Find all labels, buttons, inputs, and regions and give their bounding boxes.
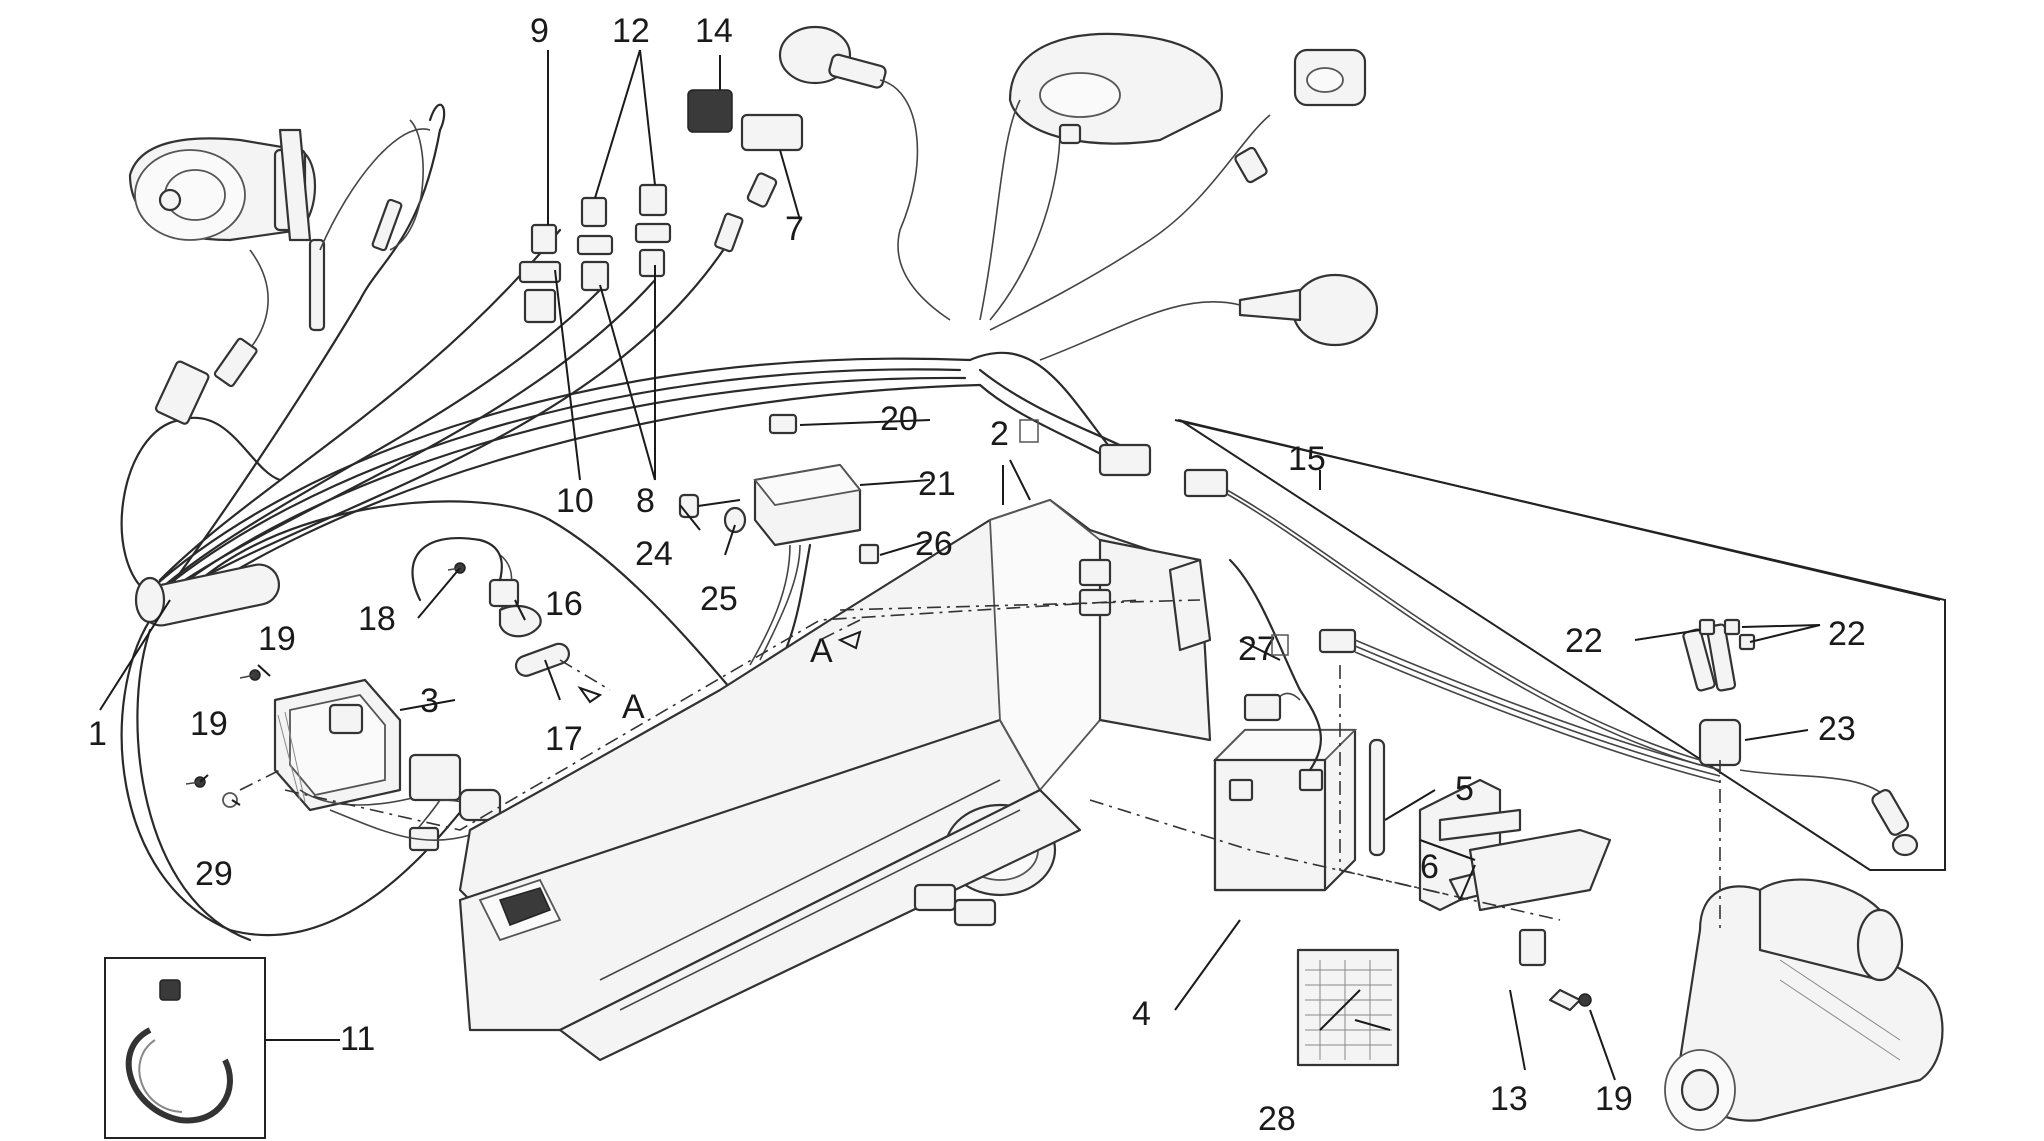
- callout-2: 2: [990, 415, 1009, 453]
- callout-23: 23: [1818, 710, 1856, 748]
- callout-21: 21: [918, 465, 956, 503]
- callout-11: 11: [340, 1020, 375, 1058]
- callout-labels: 1 2 3 4 5 6 7 8 9 10 11 12 13 14 15 16 1…: [88, 12, 1866, 1138]
- callout-13: 13: [1490, 1080, 1528, 1118]
- callout-19-ecu-left: 19: [190, 705, 228, 743]
- alignment-lines: [239, 599, 1721, 930]
- bracket-assembly: [1418, 778, 1612, 1012]
- sub-harness-box: [1174, 419, 1946, 871]
- callout-25: 25: [700, 580, 738, 618]
- callout-1: 1: [88, 715, 107, 753]
- front-light-cluster: [778, 25, 1379, 477]
- callout-5: 5: [1455, 770, 1474, 808]
- frame-body: [458, 498, 1212, 1062]
- callout-10: 10: [556, 482, 594, 520]
- relay-group: [518, 89, 804, 324]
- ref-arrows: [577, 630, 862, 704]
- callout-27: 27: [1238, 630, 1276, 668]
- callout-22-left: 22: [1565, 622, 1603, 660]
- label-sheet: [1296, 948, 1400, 1067]
- ref-a-right: A: [622, 688, 645, 726]
- clamp-detail-box: [104, 957, 340, 1139]
- ref-a-left: A: [810, 632, 833, 670]
- callout-19-ecu-top: 19: [258, 620, 296, 658]
- callout-17: 17: [545, 720, 583, 758]
- callout-28: 28: [1258, 1100, 1296, 1138]
- starter-motor: [1664, 878, 1944, 1131]
- callout-3: 3: [420, 682, 439, 720]
- callout-15: 15: [1288, 440, 1326, 478]
- callout-20: 20: [880, 400, 918, 438]
- callout-22-right: 22: [1828, 615, 1866, 653]
- callout-19-bracket: 19: [1595, 1080, 1633, 1118]
- harness-sleeve: [134, 563, 281, 627]
- callout-29: 29: [195, 855, 233, 893]
- marker-squares: [1019, 419, 1289, 656]
- callout-8: 8: [636, 482, 655, 520]
- callout-6: 6: [1420, 848, 1439, 886]
- battery: [1212, 558, 1386, 892]
- callout-14: 14: [695, 12, 733, 50]
- callout-9: 9: [530, 12, 549, 50]
- ecu-module: [185, 537, 571, 852]
- leader-lines: [99, 49, 1821, 1081]
- callout-7: 7: [785, 210, 804, 248]
- fuse-box: [678, 413, 880, 666]
- callout-4: 4: [1132, 995, 1151, 1033]
- fuel-pump-assembly: [128, 119, 431, 425]
- callout-26: 26: [915, 525, 953, 563]
- callout-24: 24: [635, 535, 673, 573]
- callout-18: 18: [358, 600, 396, 638]
- callout-16: 16: [545, 585, 583, 623]
- callout-12: 12: [612, 12, 650, 50]
